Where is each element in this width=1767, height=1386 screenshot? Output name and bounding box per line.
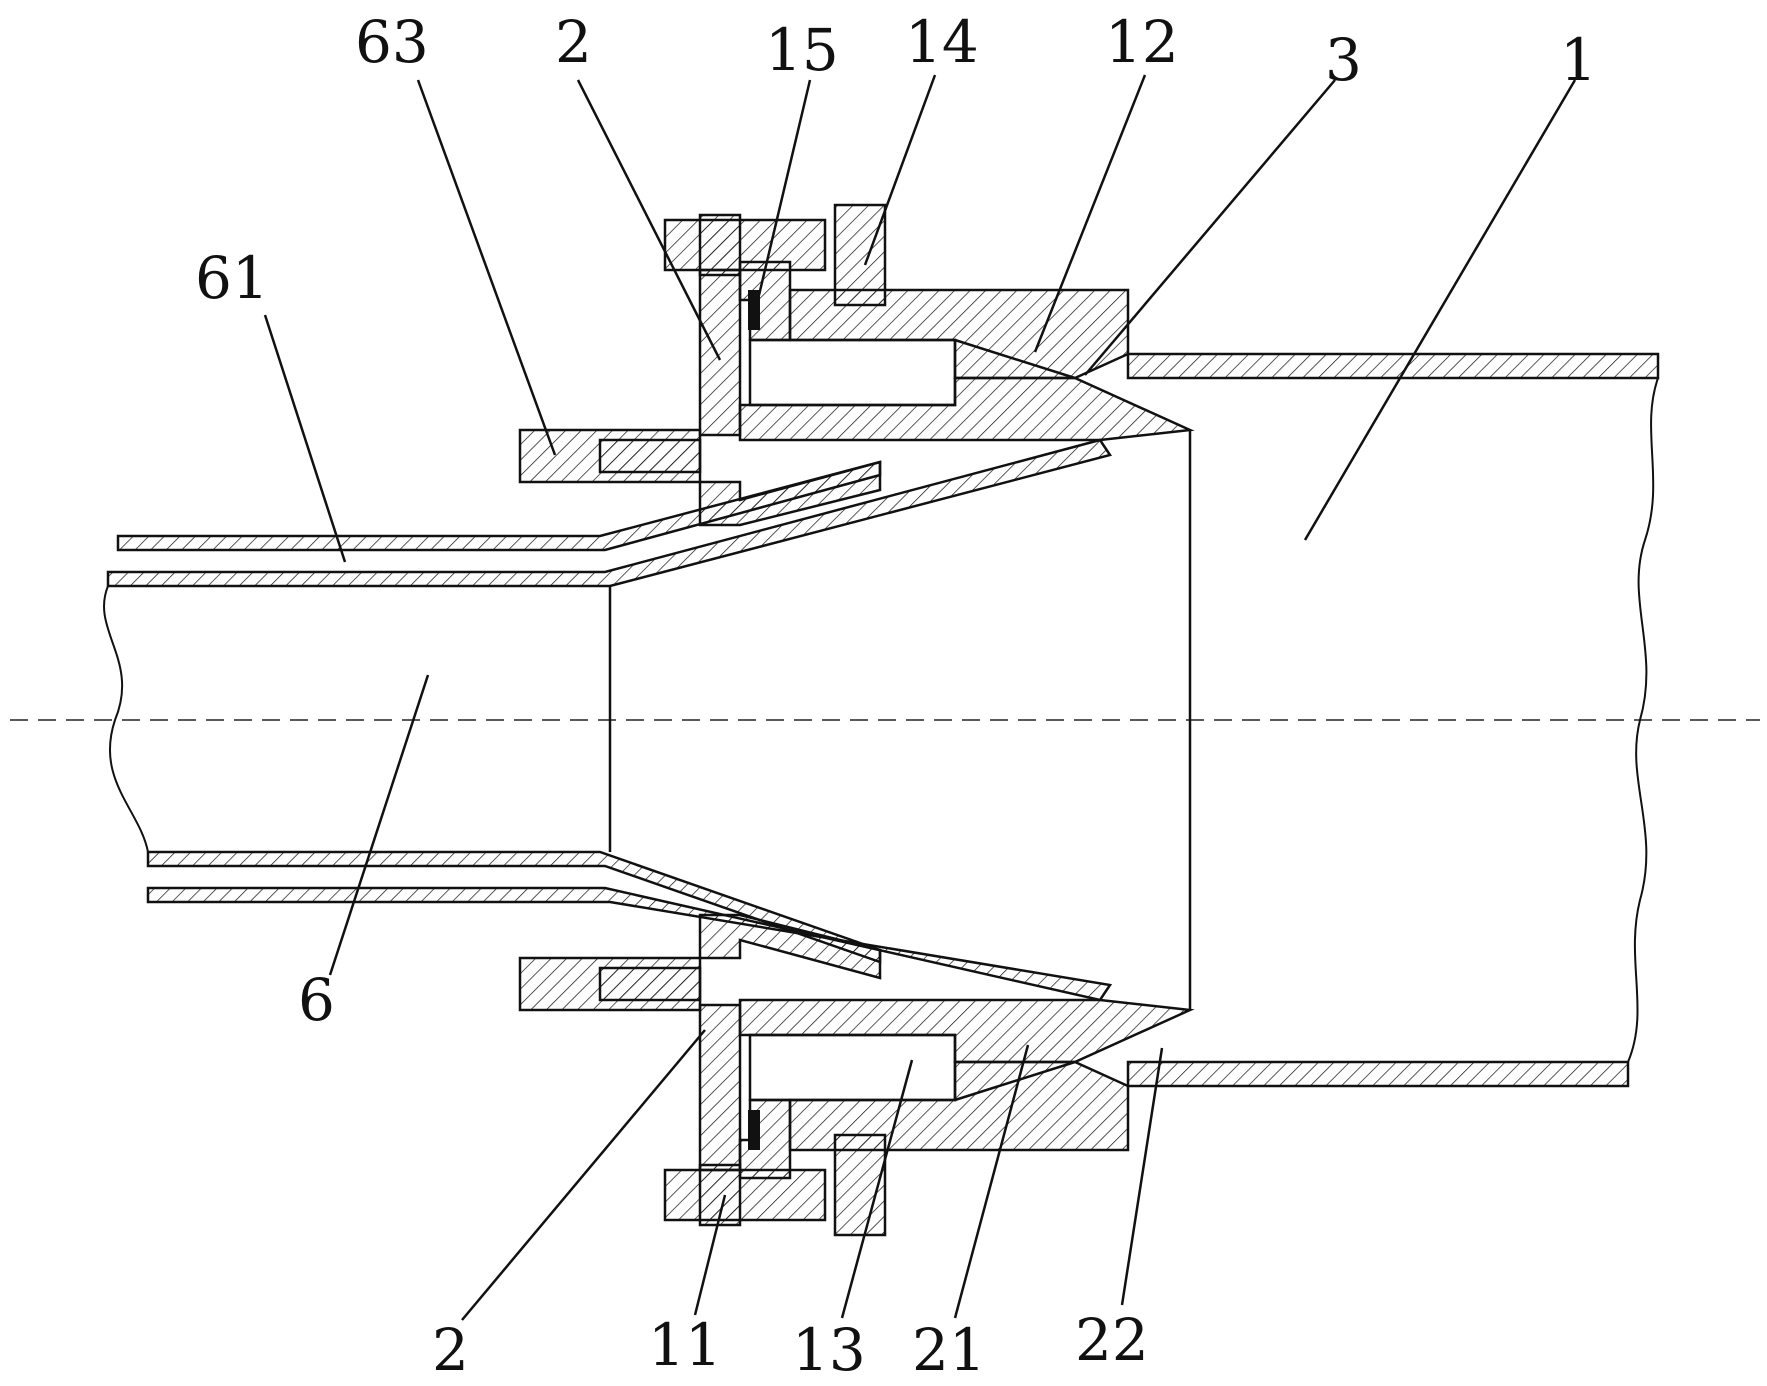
label-15: 15 xyxy=(765,16,839,84)
label-11: 11 xyxy=(648,1311,722,1379)
label-22: 22 xyxy=(1075,1306,1149,1374)
lower-housing xyxy=(518,913,1195,1237)
label-2-top: 2 xyxy=(555,8,592,76)
label-12: 12 xyxy=(1105,8,1179,76)
label-63: 63 xyxy=(355,8,429,76)
upper-housing xyxy=(518,203,1195,527)
leader-lines xyxy=(263,74,1577,1321)
part-labels: 63 2 15 14 12 3 1 61 6 2 11 13 21 22 xyxy=(195,8,1597,1384)
label-1: 1 xyxy=(1560,26,1597,94)
label-2-bottom: 2 xyxy=(432,1316,469,1384)
label-6: 6 xyxy=(298,966,335,1034)
outer-pipe xyxy=(1126,352,1660,1088)
inner-pipe xyxy=(103,430,1192,1010)
label-61: 61 xyxy=(195,244,269,312)
label-21: 21 xyxy=(912,1316,986,1384)
label-13: 13 xyxy=(792,1316,866,1384)
label-3: 3 xyxy=(1325,26,1362,94)
label-14: 14 xyxy=(905,8,979,76)
